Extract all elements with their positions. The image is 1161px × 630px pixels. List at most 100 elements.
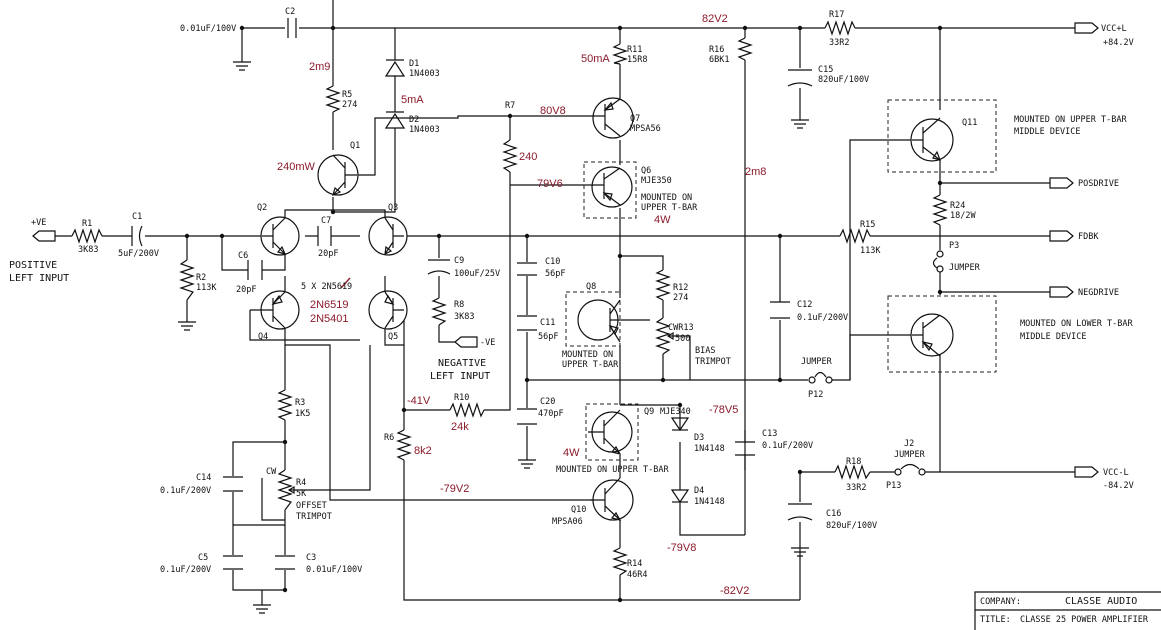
r16-label: R16 xyxy=(709,45,724,55)
r17-label: R17 xyxy=(829,10,844,20)
capacitor-c5 xyxy=(223,555,243,570)
q6-label: Q6 xyxy=(641,166,651,176)
company-name: CLASSE AUDIO xyxy=(1065,596,1137,607)
transistor-q1 xyxy=(317,154,359,197)
transistor-q6 xyxy=(583,161,637,219)
capacitor-c1 xyxy=(131,225,143,247)
p3-jumper: JUMPER xyxy=(949,263,981,273)
q6-part: MJE350 xyxy=(641,176,672,186)
pos-ve-label: +VE xyxy=(31,218,46,228)
c13-value: 0.1uF/200V xyxy=(762,441,813,451)
transistor-lower-output xyxy=(887,295,997,373)
transistor-q7 xyxy=(590,97,634,139)
note-2n6519: 2N6519 xyxy=(310,299,349,311)
resistor-r12 xyxy=(655,269,671,301)
c12-value: 0.1uF/200V xyxy=(797,313,848,323)
r8-value: 3K83 xyxy=(454,312,474,322)
d1-label: D1 xyxy=(409,59,419,69)
diode-d4 xyxy=(670,489,690,504)
r18-label: R18 xyxy=(846,457,861,467)
resistor-r6 xyxy=(396,429,412,461)
transistor-count: 5 X 2N5619 xyxy=(301,282,352,292)
resistor-r8 xyxy=(431,297,447,326)
transistor-q2 xyxy=(260,216,300,256)
transistor-q5 xyxy=(368,290,408,330)
r8-label: R8 xyxy=(454,300,464,310)
resistor-r16 xyxy=(737,37,753,61)
cwr13-value: 500 xyxy=(675,334,690,344)
r24-value: 18/2W xyxy=(950,211,976,221)
handwritten-annotations: 82V2 2m9 5mA 50mA 240mW 80V8 240 79V6 4W… xyxy=(277,13,766,597)
bias-1: BIAS xyxy=(695,346,715,356)
c1-label: C1 xyxy=(132,212,142,222)
r2-label: R2 xyxy=(196,273,206,283)
c15-label: C15 xyxy=(818,65,833,75)
resistor-r3 xyxy=(277,389,293,421)
resistor-r17 xyxy=(824,20,856,36)
note-neg78v5: -78V5 xyxy=(709,404,738,416)
diode-d1 xyxy=(384,59,406,77)
resistor-r24 xyxy=(932,194,948,226)
q8-label: Q8 xyxy=(586,282,596,292)
resistor-r11 xyxy=(612,43,628,65)
connector-neg-ve xyxy=(454,336,478,348)
q6-mount-1: MOUNTED ON xyxy=(641,193,692,203)
d2-label: D2 xyxy=(409,115,419,125)
note-5ma: 5mA xyxy=(401,94,424,106)
resistor-r15 xyxy=(839,228,871,244)
upper-note-2: MIDDLE DEVICE xyxy=(1014,127,1081,137)
q4-label: Q4 xyxy=(258,332,268,342)
capacitor-c14 xyxy=(223,476,243,492)
q11-label: Q11 xyxy=(962,118,977,128)
c20-value: 470pF xyxy=(538,409,564,419)
r5-label: R5 xyxy=(342,90,352,100)
jumper-p3 xyxy=(932,250,944,273)
note-24k: 24k xyxy=(451,421,469,433)
connector-vcc-pos xyxy=(1074,22,1099,34)
c2-label: C2 xyxy=(285,7,295,17)
connector-fdbk xyxy=(1049,230,1074,242)
note-neg82v2: -82V2 xyxy=(720,585,749,597)
r2-value: 113K xyxy=(196,283,217,293)
posdrive-label: POSDRIVE xyxy=(1078,179,1119,189)
note-240mw: 240mW xyxy=(277,161,316,173)
r3-value: 1K5 xyxy=(295,409,310,419)
capacitor-c6 xyxy=(247,260,263,280)
c20-label: C20 xyxy=(540,397,555,407)
r17-value: 33R2 xyxy=(829,38,849,48)
junctions xyxy=(184,25,943,603)
c6-label: C6 xyxy=(238,251,248,261)
q8-mount-2: UPPER T-BAR xyxy=(562,360,619,370)
neg-input-1: NEGATIVE xyxy=(438,358,486,369)
connector-pos-ve xyxy=(32,230,56,242)
jumper-p12 xyxy=(808,371,833,384)
vcc-neg-label: VCC-L xyxy=(1103,468,1129,478)
j2-jumper: JUMPER xyxy=(894,450,926,460)
note-4w-bottom: 4W xyxy=(563,447,580,459)
r15-label: R15 xyxy=(860,220,875,230)
r3-label: R3 xyxy=(295,398,305,408)
p13-label: P13 xyxy=(886,481,901,491)
c10-value: 56pF xyxy=(545,269,565,279)
q10-part: MPSA06 xyxy=(552,517,583,527)
note-8k2: 8k2 xyxy=(414,445,432,457)
jumper-p13 xyxy=(894,463,926,476)
capacitor-c15 xyxy=(787,69,813,87)
d3-label: D3 xyxy=(694,433,704,443)
r1-label: R1 xyxy=(82,219,92,229)
resistor-r2 xyxy=(179,259,195,301)
component-labels: 0.01uF/100V C2 D1 1N4003 D2 1N4003 R5 27… xyxy=(9,7,1149,625)
capacitor-c2 xyxy=(287,18,297,38)
transistor-q9 xyxy=(585,403,639,461)
r11-label: R11 xyxy=(627,45,642,55)
note-2n5401: 2N5401 xyxy=(310,313,349,325)
pos-input-2: LEFT INPUT xyxy=(9,273,69,284)
connector-posdrive xyxy=(1049,177,1074,189)
r24-label: R24 xyxy=(950,201,965,211)
r4-value: 5K xyxy=(296,489,307,499)
pos-input-1: POSITIVE xyxy=(9,260,57,271)
r15-value: 113K xyxy=(860,246,881,256)
r6-label: R6 xyxy=(384,433,394,443)
note-neg79v2: -79V2 xyxy=(440,483,469,495)
